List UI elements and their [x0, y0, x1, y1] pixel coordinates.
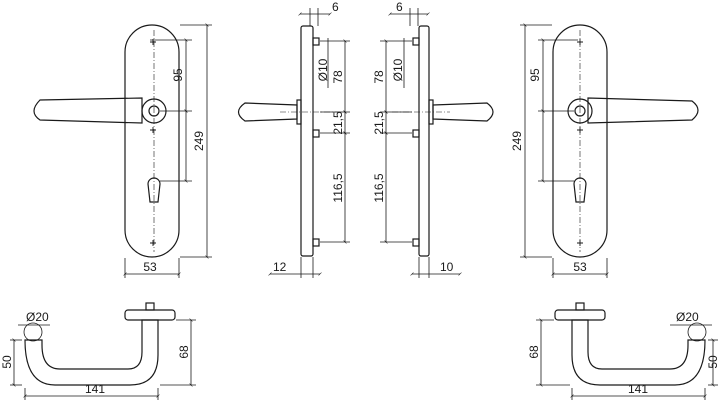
bolt	[312, 37, 320, 46]
front-view-left: 95 249 53	[33, 23, 212, 278]
screw-mark	[150, 39, 156, 246]
front-view-right: 95 249 53	[510, 23, 699, 278]
dim-projection: 68	[177, 345, 191, 359]
bolt	[412, 37, 420, 46]
side-view-right: 6 78 Ø10 21,5 116,5 10	[372, 0, 494, 278]
grip-end	[23, 322, 43, 342]
dim-lock-to-bottom: 116,5	[372, 173, 386, 202]
dim-length: 141	[628, 382, 648, 396]
dim-diameter: Ø20	[26, 310, 49, 324]
lever-handle	[587, 97, 699, 124]
dim-offset: 6	[332, 0, 339, 14]
dim-pitch-top: 95	[528, 68, 542, 82]
plate-profile	[300, 25, 314, 257]
grip-end	[687, 322, 707, 342]
dim-projection: 68	[527, 345, 541, 359]
dim-spindle: Ø10	[391, 58, 405, 81]
dim-rose-to-spindle: 78	[372, 70, 386, 84]
screw-mark	[150, 127, 156, 133]
plate-profile	[418, 25, 430, 257]
rose-top	[554, 309, 606, 321]
backplate-outline	[552, 24, 608, 258]
lever-handle	[33, 97, 143, 124]
dim-overall-height: 249	[510, 131, 524, 151]
top-view-right: Ø20 50 68 141	[527, 302, 720, 400]
dim-plate-thickness: 10	[440, 260, 454, 274]
dim-lock-to-bottom: 116,5	[331, 173, 345, 202]
bolt	[412, 129, 420, 138]
dim-offset: 6	[396, 0, 403, 14]
dim-height: 50	[706, 355, 720, 369]
dim-rose-to-spindle: 78	[331, 70, 345, 84]
dim-length: 141	[85, 382, 105, 396]
dim-spindle: Ø10	[316, 58, 330, 81]
spindle-top	[575, 302, 585, 311]
dim-overall-height: 249	[192, 131, 206, 151]
lever-top	[571, 319, 706, 386]
keyhole	[573, 177, 587, 203]
bolt	[312, 238, 320, 247]
dim-height: 50	[0, 355, 14, 369]
top-view-left: Ø20 50 68 141	[0, 302, 196, 400]
dim-spindle-to-lock: 21,5	[331, 111, 345, 135]
dim-width: 53	[143, 260, 157, 274]
lever-top	[24, 319, 159, 386]
spindle-top	[145, 302, 155, 311]
dim-plate-thickness: 12	[273, 260, 287, 274]
dim-pitch-top: 95	[171, 68, 185, 82]
keyhole	[147, 177, 161, 203]
backplate-outline	[124, 24, 180, 258]
side-view-left: 6 Ø10 78 21,5 116,5 12	[237, 0, 350, 278]
dim-diameter: Ø20	[676, 310, 699, 324]
lever-side	[237, 102, 298, 122]
lever-side	[432, 102, 494, 122]
dim-spindle-to-lock: 21,5	[372, 111, 386, 135]
bolt	[312, 129, 320, 138]
bolt	[412, 238, 420, 247]
rose-top	[124, 309, 176, 321]
dim-width: 53	[573, 260, 587, 274]
